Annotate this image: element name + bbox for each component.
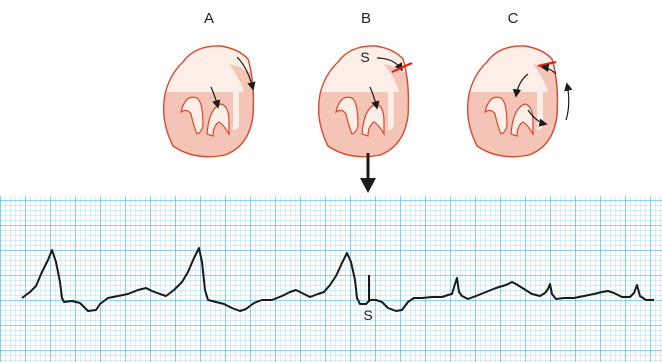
down-arrow <box>360 153 376 193</box>
ecg-strip: S <box>0 196 662 362</box>
panel-c: C <box>462 10 569 172</box>
panel-a: A <box>158 10 258 172</box>
panel-c-label: C <box>508 10 519 27</box>
ecg-stimulus-label: S <box>363 307 372 323</box>
panel-b: B S <box>313 10 413 172</box>
panel-a-label: A <box>204 10 214 27</box>
reentry-arrow-c3 <box>566 84 569 120</box>
panel-b-label: B <box>361 10 371 27</box>
stimulus-label-panel-b: S <box>360 49 369 65</box>
